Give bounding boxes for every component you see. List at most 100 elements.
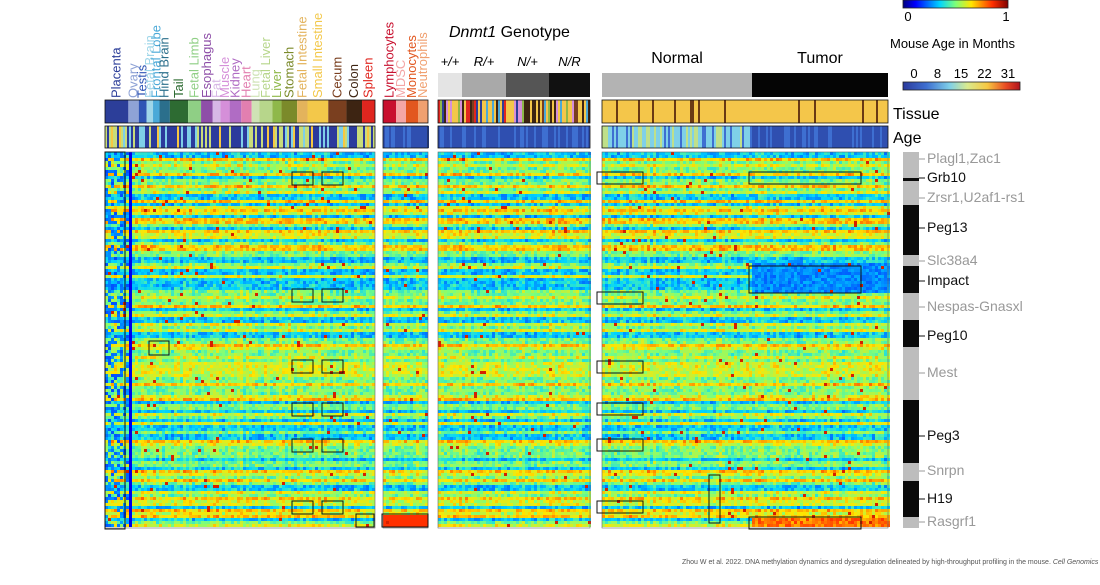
heatmap-cell [117,221,120,224]
heatmap-cell [198,443,201,446]
age-cell [728,126,730,148]
heatmap-cell [126,314,129,317]
heatmap-cell [207,320,210,323]
tissue-band [788,100,790,123]
heatmap-cell [156,230,159,233]
heatmap-cell [198,269,201,272]
age-cell [251,126,253,148]
heatmap-cell [153,434,156,437]
heatmap-cell [189,443,192,446]
heatmap-cell [135,239,138,242]
heatmap-cell [159,260,162,263]
heatmap-cell [150,197,153,200]
heatmap-cell [186,437,189,440]
heatmap-cell [192,455,195,458]
heatmap-cell [183,497,186,500]
heatmap-cell [126,209,129,212]
age-cell [335,126,337,148]
heatmap-cell [189,278,192,281]
heatmap-cell [153,446,156,449]
heatmap-cell [156,239,159,242]
heatmap-cell [177,185,180,188]
heatmap-cell [204,443,207,446]
tissue-band [650,100,652,123]
heatmap-cell [201,227,204,230]
heatmap-cell [204,437,207,440]
heatmap-cell [198,341,201,344]
heatmap-cell [150,293,153,296]
heatmap-cell [204,224,207,227]
heatmap-cell [105,416,108,419]
heatmap-cell [180,302,183,305]
tissue-band [816,100,818,123]
heatmap-cell [132,206,135,209]
heatmap-cell [105,272,108,275]
heatmap-cell [168,440,171,443]
heatmap-cell [177,332,180,335]
heatmap-cell [138,524,141,527]
heatmap-cell [165,278,168,281]
heatmap-cell [165,227,168,230]
heatmap-cell [171,353,174,356]
heatmap-cell [186,206,189,209]
heatmap-cell [144,302,147,305]
heatmap-cell [105,269,108,272]
age-cell [536,126,538,148]
tissue-band [656,100,658,123]
heatmap-cell [126,428,129,431]
heatmap-cell [156,275,159,278]
heatmap-cell [138,383,141,386]
heatmap-cell [150,227,153,230]
heatmap-cell [159,401,162,404]
heatmap-cell [159,413,162,416]
heatmap-cell [189,275,192,278]
age-cell [307,126,309,148]
heatmap-cell [150,245,153,248]
heatmap-cell [111,455,114,458]
heatmap-cell [189,356,192,359]
heatmap-cell [207,155,210,158]
age-cell [772,126,774,148]
heatmap-cell [195,308,198,311]
heatmap-cell [117,506,120,509]
heatmap-cell [153,248,156,251]
age-cell [367,126,369,148]
heatmap-cell [159,452,162,455]
heatmap-cell [174,389,177,392]
heatmap-cell [159,431,162,434]
heatmap-cell [129,152,132,155]
heatmap-cell [144,452,147,455]
heatmap-cell [138,275,141,278]
heatmap-cell [195,335,198,338]
age-cell [413,126,415,148]
heatmap-cell [156,326,159,329]
heatmap-cell [177,344,180,347]
heatmap-cell [138,368,141,371]
tissue-band [734,100,736,123]
heatmap-cell [162,344,165,347]
heatmap-cell [153,506,156,509]
heatmap-cell [117,287,120,290]
heatmap-cell [135,332,138,335]
heatmap-cell [126,311,129,314]
heatmap-cell [105,476,108,479]
heatmap-cell [195,503,198,506]
age-tick-label: 0 [910,66,917,81]
heatmap-cell [195,518,198,521]
age-cell [131,126,133,148]
heatmap-cell [165,359,168,362]
heatmap-cell [159,206,162,209]
heatmap-cell [180,317,183,320]
heatmap-cell [135,293,138,296]
tissue-band [608,100,610,123]
tissue-band [536,100,538,123]
heatmap-cell [195,521,198,524]
heatmap-cell [144,206,147,209]
heatmap-cell [144,515,147,518]
heatmap-cell [198,245,201,248]
tissue-band [297,100,308,123]
heatmap-cell [120,380,123,383]
heatmap-cell [192,170,195,173]
heatmap-cell [165,245,168,248]
heatmap-cell [132,416,135,419]
